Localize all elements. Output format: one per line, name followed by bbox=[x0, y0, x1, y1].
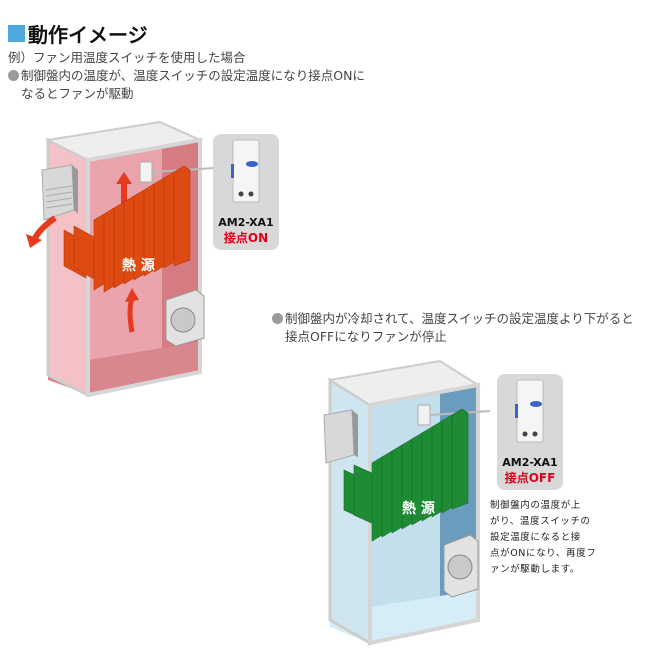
cabinet-off-diagram: 熱 源 bbox=[323, 359, 491, 646]
temperature-switch-icon bbox=[515, 379, 544, 443]
title-square-icon bbox=[8, 25, 25, 42]
heat-source-icon bbox=[63, 165, 191, 293]
section-title: 動作イメージ bbox=[8, 19, 148, 48]
bullet-on-line1: 制御盤内の温度が、温度スイッチの設定温度になり接点ONに bbox=[21, 68, 365, 83]
off-note: 制御盤内の温度が上 がり、温度スイッチの 設定温度になると接 点がONになり、再… bbox=[490, 498, 596, 578]
note-line: がり、温度スイッチの bbox=[490, 516, 591, 527]
bullet-on-text: 制御盤内の温度が、温度スイッチの設定温度になり接点ONに bbox=[8, 67, 365, 85]
switch-small-icon bbox=[139, 161, 153, 183]
note-line: ァンが駆動します。 bbox=[490, 564, 580, 575]
device-model-off: AM2-XA1 bbox=[502, 456, 558, 469]
device-callout-off: AM2-XA1 接点OFF bbox=[497, 374, 563, 490]
switch-small-icon bbox=[417, 404, 431, 426]
note-line: 設定温度になると接 bbox=[490, 532, 581, 543]
heat-source-label: 熱 源 bbox=[402, 500, 435, 517]
bullet-on-line2: なるとファンが駆動 bbox=[21, 86, 134, 101]
bullet-off-line1: 制御盤内が冷却されて、温度スイッチの設定温度より下がると bbox=[285, 311, 634, 326]
exhaust-fan-icon bbox=[323, 409, 358, 464]
contact-state-on: 接点ON bbox=[223, 231, 269, 245]
temperature-switch-icon bbox=[231, 139, 260, 203]
exhaust-fan-icon bbox=[41, 164, 78, 221]
intake-fan-icon bbox=[165, 289, 205, 347]
cabinet-on-diagram: 熱 源 bbox=[26, 120, 216, 398]
section-title-text: 動作イメージ bbox=[28, 23, 148, 47]
bullet-off-line2: 接点OFFになりファンが停止 bbox=[285, 329, 447, 344]
bullet-icon bbox=[272, 313, 283, 324]
note-line: 制御盤内の温度が上 bbox=[490, 500, 581, 511]
contact-state-off: 接点OFF bbox=[504, 471, 556, 485]
bullet-off-text: 制御盤内が冷却されて、温度スイッチの設定温度より下がると bbox=[272, 310, 634, 328]
heat-source-icon bbox=[343, 408, 469, 542]
heat-source-label: 熱 源 bbox=[122, 257, 155, 274]
heat-arrow-up-icon bbox=[116, 172, 132, 184]
bullet-icon bbox=[8, 70, 19, 81]
example-caption: 例）ファン用温度スイッチを使用した場合 bbox=[8, 50, 246, 65]
device-callout-on: AM2-XA1 接点ON bbox=[213, 134, 279, 250]
device-model-on: AM2-XA1 bbox=[218, 216, 274, 229]
note-line: 点がONになり、再度フ bbox=[490, 548, 597, 559]
intake-fan-icon bbox=[443, 534, 479, 598]
